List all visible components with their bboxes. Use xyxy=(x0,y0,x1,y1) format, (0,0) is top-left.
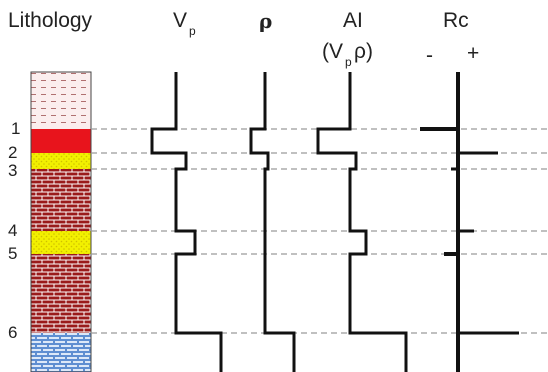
header-ai-open: (V xyxy=(322,40,343,63)
header-rc-minus: - xyxy=(426,44,433,67)
yellow-layer-lower xyxy=(31,231,91,254)
brick-layer-upper xyxy=(31,169,91,231)
boundary-label-3: 3 xyxy=(8,161,17,180)
red-layer xyxy=(31,129,91,153)
boundary-label-1: 1 xyxy=(11,119,20,138)
density-log-curve xyxy=(249,72,296,372)
header-rc: Rc - + xyxy=(426,9,479,67)
lithology-column-border xyxy=(30,71,92,372)
header-ai-close: ρ) xyxy=(354,40,373,63)
rc-track xyxy=(420,72,519,372)
header-rho: ρ xyxy=(259,9,272,33)
header-ai: AI (V p ρ) xyxy=(322,9,373,69)
boundary-label-6: 6 xyxy=(8,323,17,342)
boundary-guides xyxy=(91,128,548,334)
header-vp-sub: p xyxy=(189,24,196,38)
shale-layer-top xyxy=(31,72,91,129)
brick-layer-lower xyxy=(31,254,91,333)
header-ai-sub: p xyxy=(345,55,352,69)
header-rc-main: Rc xyxy=(443,9,469,32)
lithology-column xyxy=(30,71,92,372)
limestone-layer xyxy=(31,333,91,372)
header-lithology: Lithology xyxy=(8,9,93,32)
header-rc-plus: + xyxy=(467,42,479,65)
boundary-label-4: 4 xyxy=(8,221,17,240)
yellow-layer-upper xyxy=(31,153,91,169)
header-ai-main: AI xyxy=(343,9,363,32)
header-vp: V p xyxy=(173,9,196,38)
boundary-labels: 1 2 3 4 5 6 xyxy=(8,119,20,342)
vp-log-curve xyxy=(150,72,223,372)
boundary-label-5: 5 xyxy=(8,244,17,263)
header-vp-main: V xyxy=(173,9,187,32)
boundary-label-2: 2 xyxy=(8,143,17,162)
ai-log-curve xyxy=(316,72,408,372)
